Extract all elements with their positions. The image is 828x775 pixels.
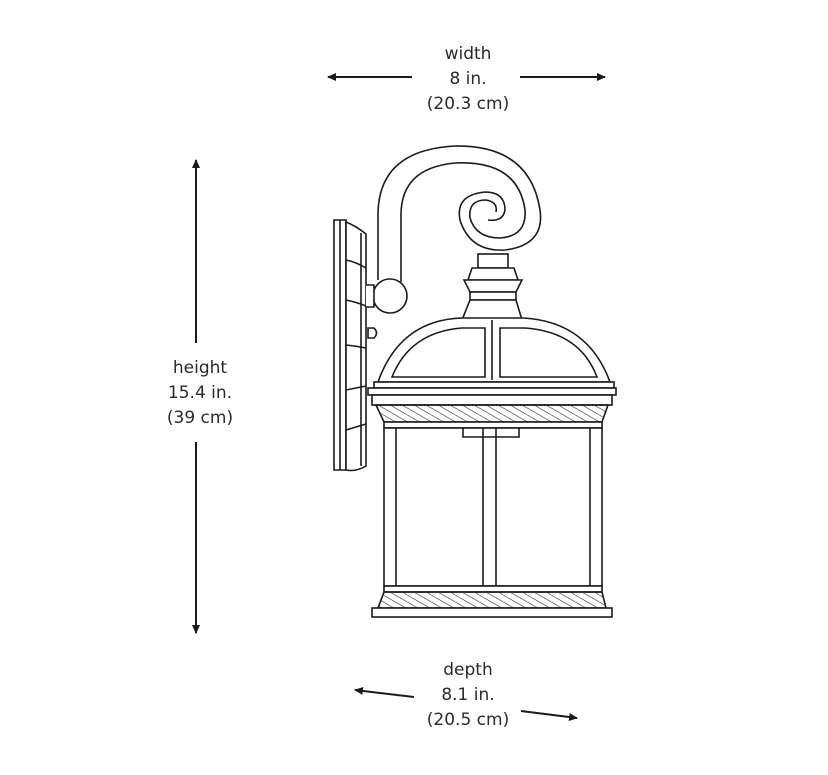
mounting-knob — [372, 278, 408, 314]
width-metric: (20.3 cm) — [426, 94, 510, 114]
depth-arrow — [354, 686, 578, 721]
depth-label: depth 8.1 in. (20.5 cm) — [408, 658, 528, 733]
glass-body — [383, 427, 603, 587]
lantern-illustration — [333, 145, 617, 618]
finial — [460, 253, 524, 321]
height-imperial: 15.4 in. — [167, 383, 233, 403]
top-collar — [367, 381, 617, 429]
width-title: width — [444, 44, 492, 64]
depth-title: depth — [443, 660, 493, 680]
bottom-band — [371, 585, 613, 618]
scroll-arm — [377, 145, 542, 282]
depth-imperial: 8.1 in. — [441, 685, 495, 705]
depth-metric: (20.5 cm) — [426, 710, 510, 730]
height-metric: (39 cm) — [166, 408, 234, 428]
height-title: height — [172, 358, 228, 378]
width-imperial: 8 in. — [449, 69, 487, 89]
height-label: height 15.4 in. (39 cm) — [140, 356, 260, 431]
wall-plate — [333, 219, 367, 472]
width-label: width 8 in. (20.3 cm) — [408, 42, 528, 117]
dome — [376, 317, 612, 383]
